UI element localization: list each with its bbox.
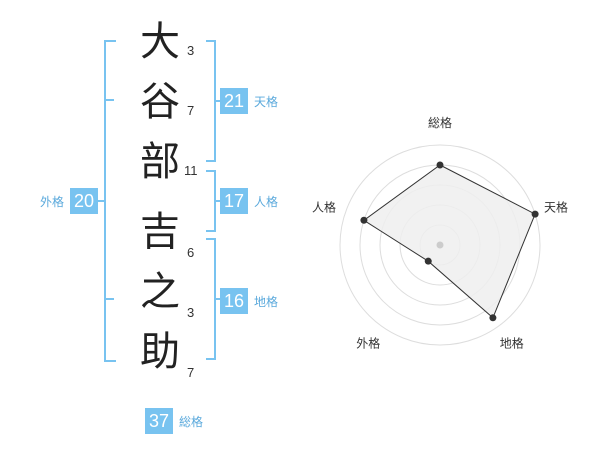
radar-axis-label: 総格: [428, 115, 452, 130]
jinkaku-label: 人格: [254, 194, 279, 209]
tenkaku-value: 21: [220, 88, 248, 114]
radar-axis-label: 天格: [544, 199, 568, 214]
gaikaku-score: 外格 20: [40, 188, 99, 214]
name-char-1: 大: [140, 19, 180, 65]
radar-point: [489, 314, 497, 322]
soukaku-label: 総格: [179, 414, 204, 429]
radar-point: [436, 161, 444, 169]
radar-point: [424, 257, 432, 265]
jinkaku-bracket-connector: [214, 200, 222, 202]
chikaku-label: 地格: [254, 294, 279, 309]
radar-axis-label: 地格: [500, 336, 524, 351]
radar-point: [360, 216, 368, 224]
radar-axis-label: 人格: [312, 199, 336, 214]
gaikaku-bracket-tick: [104, 298, 114, 300]
gaikaku-bracket-tick: [104, 99, 114, 101]
stroke-count-3: 11: [184, 163, 198, 178]
radar-polygon: [363, 164, 536, 319]
name-char-5: 之: [140, 269, 180, 315]
chikaku-score: 16 地格: [220, 288, 278, 314]
stroke-count-4: 6: [187, 245, 195, 260]
tenkaku-score: 21 天格: [220, 88, 278, 114]
gaikaku-bracket-connector: [98, 200, 106, 202]
stroke-count-2: 7: [187, 103, 195, 118]
name-char-6: 助: [140, 329, 180, 375]
soukaku-score: 37 総格: [145, 408, 203, 434]
radar-center-dot: [436, 241, 444, 249]
jinkaku-score: 17 人格: [220, 188, 278, 214]
gaikaku-value: 20: [70, 188, 99, 214]
radar-point: [531, 210, 539, 218]
jinkaku-value: 17: [220, 188, 248, 214]
radar-points: [360, 161, 539, 322]
chikaku-value: 16: [220, 288, 248, 314]
soukaku-value: 37: [145, 408, 173, 434]
gaikaku-label: 外格: [40, 194, 65, 209]
tenkaku-label: 天格: [254, 94, 279, 109]
radar-axis-label: 外格: [356, 336, 380, 351]
name-char-4: 吉: [140, 209, 180, 255]
tenkaku-bracket-connector: [214, 100, 222, 102]
stroke-count-5: 3: [187, 305, 195, 320]
name-char-3: 部: [140, 139, 180, 185]
name-char-2: 谷: [140, 79, 180, 125]
radar-ring: [339, 144, 541, 346]
chikaku-bracket-connector: [214, 298, 222, 300]
stroke-count-6: 7: [187, 365, 195, 380]
stroke-count-1: 3: [187, 43, 195, 58]
